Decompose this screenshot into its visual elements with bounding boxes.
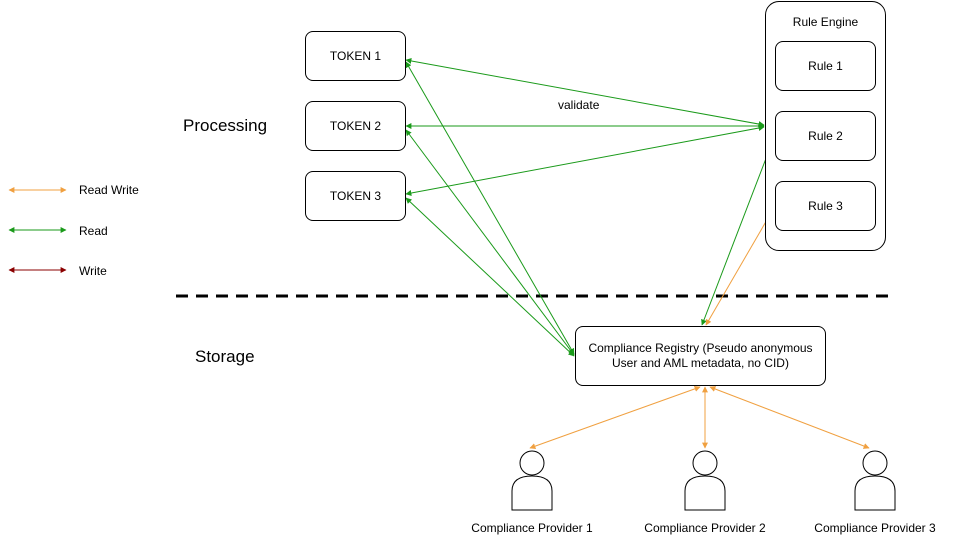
user-icon	[684, 450, 726, 511]
edge-registry-provider3	[709, 386, 870, 449]
legend-read-label: Read	[79, 224, 108, 238]
validate-edge-label: validate	[556, 98, 602, 112]
edge-registry-provider1	[529, 386, 701, 449]
legend-write-label: Write	[79, 264, 107, 278]
rule-engine-title: Rule Engine	[792, 15, 859, 29]
edge-token3-registry	[405, 197, 575, 357]
edge-token3-rule2	[405, 125, 765, 196]
user-icon	[854, 450, 896, 511]
rule-2-box: Rule 2	[775, 111, 876, 161]
compliance-provider-3-name: Compliance Provider 3	[814, 521, 936, 535]
compliance-registry-box: Compliance Registry (Pseudo anonymous Us…	[575, 326, 826, 386]
token-1-box: TOKEN 1	[305, 31, 406, 81]
legend-read-write-label: Read Write	[79, 183, 139, 197]
edge-token2-registry	[405, 129, 575, 356]
storage-label: Storage	[195, 347, 255, 366]
edge-registry-rule3	[705, 205, 776, 326]
compliance-provider-2-name: Compliance Provider 2	[644, 521, 766, 535]
compliance-provider-2: Compliance Provider 2	[625, 449, 785, 535]
user-icon	[511, 450, 553, 511]
edge-token1-registry	[405, 61, 575, 355]
processing-label: Processing	[183, 116, 268, 135]
compliance-provider-1: Compliance Provider 1	[452, 449, 612, 535]
compliance-provider-1-name: Compliance Provider 1	[471, 521, 593, 535]
rule-1-box: Rule 1	[775, 41, 876, 91]
token-2-box: TOKEN 2	[305, 101, 406, 151]
token-3-box: TOKEN 3	[305, 171, 406, 221]
compliance-provider-3: Compliance Provider 3	[795, 449, 955, 535]
edge-token1-rule2	[405, 58, 765, 127]
rule-3-box: Rule 3	[775, 181, 876, 231]
